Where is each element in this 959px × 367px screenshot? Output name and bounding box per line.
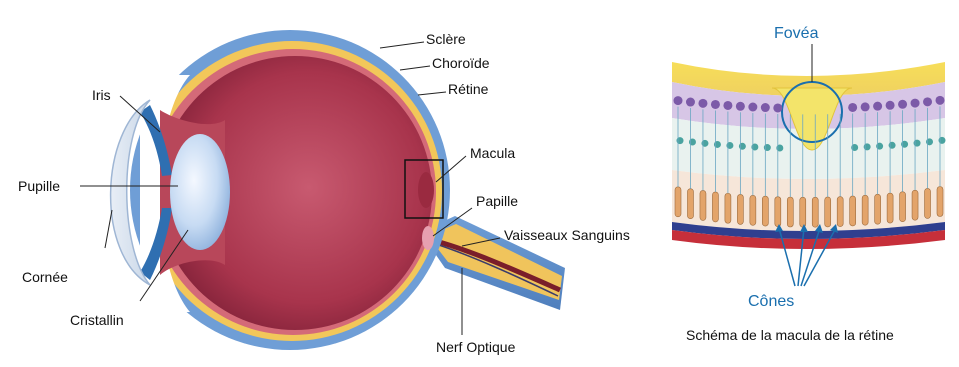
ganglion-cell (748, 102, 757, 111)
ganglion-cell (686, 98, 695, 107)
bipolar-cell (926, 138, 933, 145)
bipolar-cell (751, 143, 758, 150)
bipolar-cell (939, 137, 946, 144)
cone-cell (925, 188, 931, 218)
bipolar-cell (889, 142, 896, 149)
macula-spot (418, 172, 434, 208)
cone-cell (725, 193, 731, 223)
papilla-disc (422, 226, 434, 250)
bipolar-cell (689, 139, 696, 146)
bipolar-cell (739, 143, 746, 150)
ganglion-cell (674, 96, 683, 105)
bipolar-cell (764, 144, 771, 151)
ganglion-cell (761, 103, 770, 112)
cone-cell (800, 197, 806, 227)
ganglion-cell (773, 103, 782, 112)
label-macula: Macula (470, 145, 515, 161)
cone-cell (700, 190, 706, 220)
label-cornee: Cornée (22, 269, 68, 285)
cone-cell (825, 197, 831, 227)
cone-cell (862, 195, 868, 225)
cone-cell (812, 197, 818, 227)
cone-cell (937, 186, 943, 216)
cone-cell (787, 197, 793, 227)
ganglion-cell (736, 102, 745, 111)
ganglion-cell (898, 100, 907, 109)
ganglion-cell (923, 97, 932, 106)
bipolar-cell (914, 140, 921, 147)
ganglion-cell (936, 96, 945, 105)
cone-cell (850, 196, 856, 226)
macula-detail (672, 62, 946, 249)
label-cristallin: Cristallin (70, 312, 124, 328)
bipolar-cell (876, 143, 883, 150)
bipolar-cell (726, 142, 733, 149)
ganglion-cell (698, 99, 707, 108)
bipolar-cell (701, 140, 708, 147)
ganglion-cell (711, 100, 720, 109)
cone-cell (775, 197, 781, 227)
cone-cell (887, 193, 893, 223)
label-cones: Cônes (748, 293, 794, 310)
eye-cross-section (111, 30, 565, 350)
bipolar-cell (851, 144, 858, 151)
cone-cell (875, 194, 881, 224)
macula-caption: Schéma de la macula de la rétine (686, 327, 894, 343)
label-choroide: Choroïde (432, 55, 490, 71)
cone-cell (912, 190, 918, 220)
ganglion-cell (911, 99, 920, 108)
bipolar-cell (864, 143, 871, 150)
label-iris: Iris (92, 87, 111, 103)
cone-cell (762, 196, 768, 226)
lens (170, 134, 230, 250)
bipolar-cell (714, 141, 721, 148)
ganglion-cell (861, 102, 870, 111)
ganglion-cell (723, 101, 732, 110)
ganglion-cell (886, 101, 895, 110)
label-papille: Papille (476, 193, 518, 209)
cone-cell (750, 195, 756, 225)
label-fovea: Fovéa (774, 25, 819, 42)
cone-cell (687, 189, 693, 219)
cone-cell (712, 192, 718, 222)
bipolar-cell (901, 141, 908, 148)
cone-cell (837, 197, 843, 227)
ganglion-cell (873, 102, 882, 111)
ganglion-cell (848, 103, 857, 112)
label-pupille: Pupille (18, 178, 60, 194)
label-nerf-optique: Nerf Optique (436, 339, 516, 355)
label-sclere: Sclère (426, 31, 466, 47)
label-retine: Rétine (448, 81, 489, 97)
cone-cell (737, 194, 743, 224)
bipolar-cell (776, 144, 783, 151)
bipolar-cell (677, 137, 684, 144)
cone-cell (900, 192, 906, 222)
cone-cell (675, 187, 681, 217)
label-vaisseaux: Vaisseaux Sanguins (504, 227, 630, 243)
